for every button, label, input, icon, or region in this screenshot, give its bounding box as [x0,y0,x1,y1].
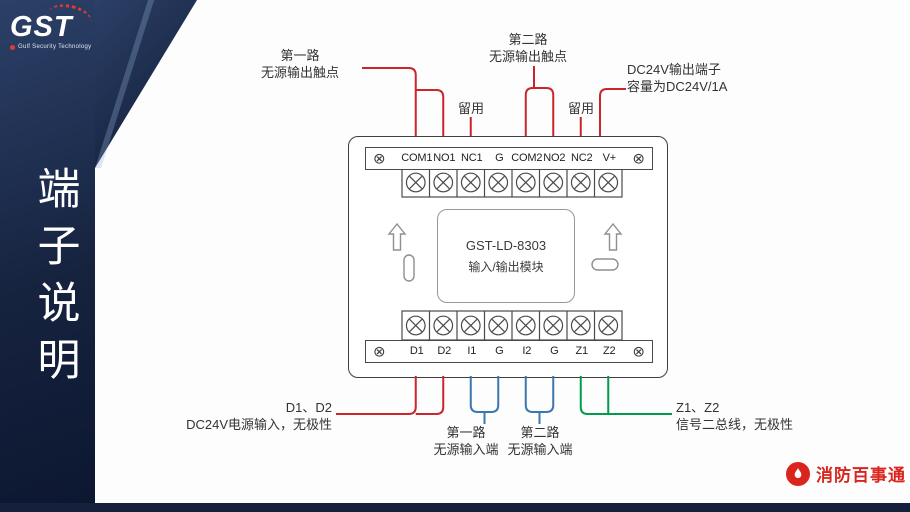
signal-bus-wire [579,376,672,415]
footer-bar [0,503,910,512]
power-input-wire [336,376,445,415]
sidebar-title: 端子说明 [31,166,79,394]
top-screw-terminal-strip [401,167,623,198]
module-nameplate: GST-LD-8303 输入/输出模块 [437,209,575,303]
annotation-line: D1、D2 [285,400,332,415]
annotation-line: 第二路 [520,425,560,440]
annotation-signal-bus: Z1、Z2 信号二总线，无极性 [676,399,826,433]
annotation-line: 第一路 [280,48,320,63]
top-terminal-label-row: ⊗ COM1 NO1 NC1 G COM2 NO2 NC2 V+ ⊗ [365,147,653,170]
module-subtitle: 输入/输出模块 [468,259,544,274]
annotation-line: 无源输出触点 [488,49,567,64]
gst-dot-icon [10,44,15,50]
annotation-reserved-1: 留用 [457,101,484,116]
red-wires [336,66,626,415]
gst-subtext-label: Gulf Security Technology [18,44,92,50]
annotation-second-output: 第二路 无源输出触点 [468,31,588,65]
xiaofangbaishitong-logo: 消防百事通 [786,461,906,486]
annotation-line: 第一路 [446,425,486,440]
annotation-first-input: 第一路 无源输入端 [428,424,504,458]
terminal-label-i1: I1 [467,345,477,357]
terminal-label-d1: D1 [409,345,424,357]
annotation-line: DC24V电源输入，无极性 [186,417,332,432]
mount-hole-icon: ⊗ [632,343,645,360]
gst-logo-subtext: Gulf Security Technology [10,44,130,50]
terminal-label-vplus: V+ [602,152,617,164]
blue-wires [469,376,555,424]
gst-logo-text: GST [10,11,73,43]
terminal-label-com1: COM1 [401,152,433,164]
mount-hole-icon: ⊗ [632,150,645,167]
annotation-line: 容量为DC24V/1A [627,79,728,94]
flame-icon [794,467,802,478]
footer-logo-text: 消防百事通 [816,466,906,485]
terminal-label-z1: Z1 [575,345,589,357]
sidebar-panel [0,0,95,512]
annotation-line: 无源输出触点 [260,65,339,80]
vertical-slot [403,254,415,282]
bottom-terminal-label-row: ⊗ D1 D2 I1 G I2 G Z1 Z2 ⊗ [365,340,653,363]
green-wires [579,376,672,415]
input2-wire [524,376,555,424]
annotation-line: 信号二总线，无极性 [676,417,794,432]
annotation-dc24v-output: DC24V输出端子 容量为DC24V/1A [627,61,767,95]
output1-wire [362,67,445,136]
annotation-second-input: 第二路 无源输入端 [502,424,578,458]
terminal-label-d2: D2 [437,345,452,357]
terminal-label-g1: G [495,152,504,164]
output2-wire [524,66,555,136]
terminal-label-g3: G [550,345,559,357]
terminal-label-no1: NO1 [433,152,456,164]
annotation-line: DC24V输出端子 [627,62,721,77]
terminal-label-g2: G [495,345,504,357]
up-arrow-icon [604,223,622,251]
dc24v-output-wire [599,88,626,136]
annotation-line: 无源输入端 [507,442,573,457]
mount-hole-icon: ⊗ [373,343,386,360]
annotation-line: 无源输入端 [433,442,499,457]
module-orientation-marks [388,223,622,282]
terminal-label-i2: I2 [522,345,532,357]
annotation-reserved-2: 留用 [567,101,594,116]
horizontal-slot [591,258,619,271]
annotation-first-output: 第一路 无源输出触点 [240,47,360,81]
terminal-label-nc1: NC1 [461,152,483,164]
terminal-label-no2: NO2 [543,152,566,164]
mount-hole-icon: ⊗ [373,150,386,167]
module-name: GST-LD-8303 [465,237,547,253]
up-arrow-icon [388,223,406,251]
bottom-screw-terminal-strip [401,310,623,341]
annotation-line: Z1、Z2 [676,400,720,415]
annotation-line: 第二路 [508,32,548,47]
terminal-label-com2: COM2 [511,152,543,164]
terminal-label-z2: Z2 [603,345,616,357]
annotation-power-input: D1、D2 DC24V电源输入，无极性 [150,399,332,433]
gst-logo: GST Gulf Security Technology [10,0,130,50]
flame-badge [786,461,810,486]
terminal-label-nc2: NC2 [571,152,593,164]
input1-wire [469,376,500,424]
